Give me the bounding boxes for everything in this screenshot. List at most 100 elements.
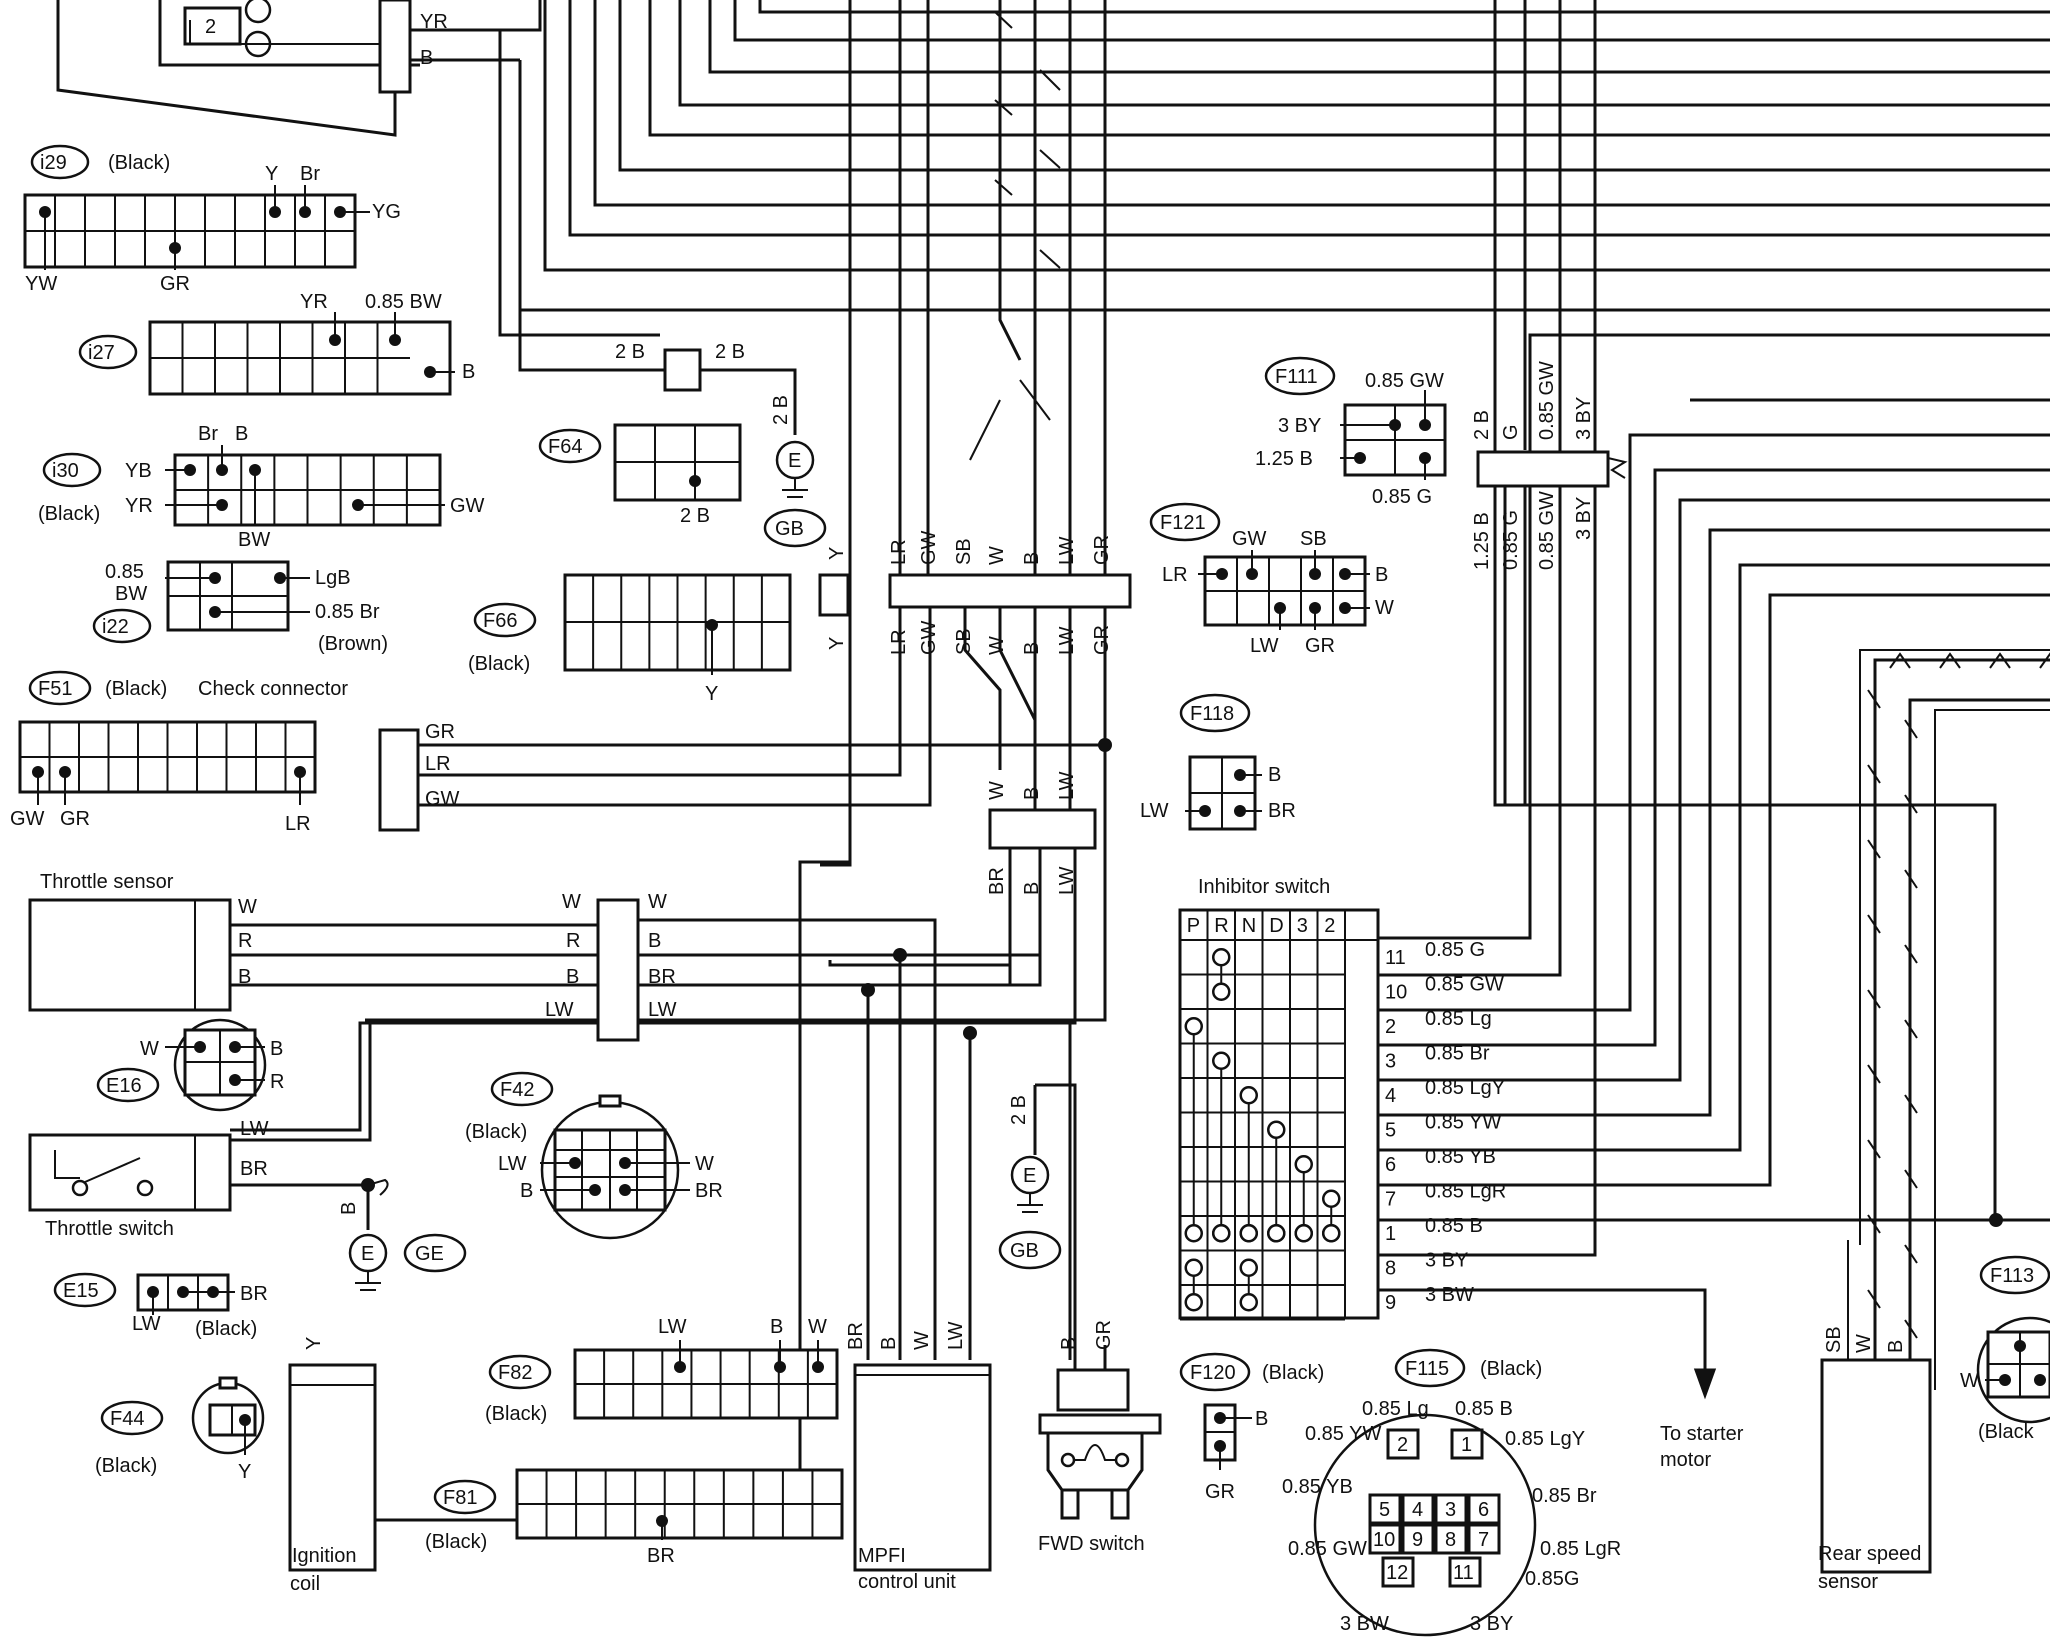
- svg-text:0.85 LgY: 0.85 LgY: [1505, 1428, 1585, 1450]
- inhibitor-contact: [1239, 1224, 1258, 1243]
- svg-text:BR: BR: [240, 1158, 268, 1180]
- svg-text:1.25 B: 1.25 B: [1255, 448, 1313, 470]
- f115-pin-number: 10: [1373, 1529, 1395, 1551]
- svg-text:(Black): (Black): [1262, 1362, 1324, 1384]
- inhibitor-position-P: P: [1187, 915, 1200, 937]
- svg-text:GR: GR: [60, 808, 90, 830]
- svg-text:BW: BW: [238, 529, 270, 551]
- inhibitor-contact: [1212, 948, 1231, 967]
- main-trunk: [230, 0, 1132, 1360]
- f115-pin-cell: [1381, 1556, 1415, 1588]
- svg-text:(Black): (Black): [108, 152, 170, 174]
- svg-text:LR: LR: [888, 539, 910, 565]
- svg-text:B: B: [1058, 1337, 1080, 1350]
- svg-text:YR: YR: [125, 495, 153, 517]
- svg-text:B: B: [238, 966, 251, 988]
- ground-gb-label-1: GB: [775, 518, 804, 540]
- svg-text:B: B: [1268, 764, 1281, 786]
- svg-text:LW: LW: [658, 1316, 687, 1338]
- svg-text:2: 2: [205, 16, 216, 38]
- svg-text:SB: SB: [1823, 1326, 1845, 1353]
- svg-text:YR: YR: [300, 291, 328, 313]
- svg-text:0.85: 0.85: [105, 561, 144, 583]
- connector-f44: F44 (Black) Y: [95, 1376, 265, 1483]
- svg-text:F64: F64: [548, 436, 582, 458]
- shield-mark: [1867, 1289, 1918, 1339]
- svg-text:(Black: (Black: [1978, 1421, 2035, 1443]
- svg-text:0.85 B: 0.85 B: [1455, 1398, 1513, 1420]
- shield-mark: [1867, 1064, 1918, 1114]
- svg-text:W: W: [695, 1153, 714, 1175]
- svg-text:YB: YB: [125, 460, 152, 482]
- inhibitor-row-num: 8: [1385, 1258, 1396, 1280]
- svg-text:0.85 G: 0.85 G: [1500, 510, 1522, 570]
- svg-text:(Black): (Black): [425, 1531, 487, 1553]
- inhibitor-row-wire: 0.85 B: [1425, 1215, 1483, 1237]
- svg-text:Y: Y: [826, 637, 848, 650]
- inhibitor-row-wire: 0.85 Lg: [1425, 1008, 1492, 1030]
- svg-text:(Black): (Black): [95, 1455, 157, 1477]
- svg-text:GW: GW: [918, 530, 940, 565]
- svg-text:F66: F66: [483, 610, 517, 632]
- svg-text:0.85 YB: 0.85 YB: [1282, 1476, 1353, 1498]
- svg-text:LR: LR: [1162, 564, 1188, 586]
- svg-text:0.85 BW: 0.85 BW: [365, 291, 442, 313]
- svg-text:BR: BR: [647, 1545, 675, 1567]
- ground-gb-label-2: GB: [1010, 1240, 1039, 1262]
- inhibitor-row-num: 11: [1385, 947, 1406, 969]
- shield-mark: [1867, 689, 1918, 739]
- connector-e16: W B R E16: [96, 1018, 284, 1112]
- connector-f66: F66 (Black) Y: [468, 573, 792, 705]
- mpfi-label-2: control unit: [858, 1571, 956, 1593]
- svg-text:LW: LW: [240, 1118, 269, 1140]
- svg-text:W: W: [986, 781, 1008, 800]
- svg-text:W: W: [808, 1316, 827, 1338]
- svg-text:B: B: [648, 930, 661, 952]
- svg-text:LW: LW: [945, 1321, 967, 1350]
- inhibitor-position-3: 3: [1297, 915, 1308, 937]
- inhibitor-row-num: 4: [1385, 1085, 1396, 1107]
- svg-text:3 BY: 3 BY: [1470, 1613, 1513, 1635]
- f115-pin-cell: [1401, 1493, 1435, 1525]
- svg-text:B: B: [1021, 882, 1043, 895]
- inhibitor-row-wire: 0.85 YW: [1425, 1112, 1501, 1134]
- svg-text:W: W: [238, 896, 257, 918]
- rear-speed-sensor: SB W B Rear speed sensor: [1818, 1326, 1932, 1593]
- inhibitor-row-wire: 3 BW: [1425, 1284, 1474, 1306]
- svg-text:BR: BR: [1268, 800, 1296, 822]
- f115-pin-cell: [1434, 1523, 1468, 1555]
- svg-text:F111: F111: [1275, 366, 1318, 388]
- svg-text:W: W: [1853, 1334, 1875, 1353]
- svg-text:(Brown): (Brown): [318, 633, 388, 655]
- svg-text:W: W: [986, 636, 1008, 655]
- inhibitor-row-wire: 0.85 LgY: [1425, 1077, 1505, 1099]
- check-connector-label: Check connector: [198, 678, 348, 700]
- svg-text:F42: F42: [500, 1079, 534, 1101]
- wire-yr-top: YR: [420, 11, 448, 33]
- svg-text:3 BW: 3 BW: [1340, 1613, 1389, 1635]
- svg-text:BR: BR: [648, 966, 676, 988]
- f115-pin-cell: [1368, 1523, 1402, 1555]
- svg-text:F121: F121: [1160, 512, 1206, 534]
- svg-text:i27: i27: [88, 342, 115, 364]
- svg-text:0.85 YW: 0.85 YW: [1305, 1423, 1381, 1445]
- inhibitor-contact: [1294, 1155, 1313, 1174]
- svg-text:0.85 GW: 0.85 GW: [1288, 1538, 1367, 1560]
- svg-text:F113: F113: [1990, 1265, 2034, 1287]
- svg-text:B: B: [235, 423, 248, 445]
- svg-text:(Black): (Black): [105, 678, 167, 700]
- f115-pin-cell: [1386, 1428, 1420, 1460]
- inhibitor-contact: [1267, 1224, 1286, 1243]
- inhibitor-row-num: 9: [1385, 1292, 1396, 1314]
- shield-mark: [2039, 652, 2050, 669]
- svg-text:B: B: [270, 1038, 283, 1060]
- svg-text:(Black): (Black): [465, 1121, 527, 1143]
- svg-text:2 B: 2 B: [1008, 1095, 1030, 1125]
- horizontal-bus: [498, 0, 2050, 337]
- top-left-component: 2 YR B: [56, 0, 542, 137]
- connector-f120: F120 (Black) B GR: [1179, 1352, 1324, 1503]
- f115-pin-cell: [1467, 1523, 1501, 1555]
- svg-text:SB: SB: [953, 538, 975, 565]
- svg-text:GR: GR: [1091, 535, 1113, 565]
